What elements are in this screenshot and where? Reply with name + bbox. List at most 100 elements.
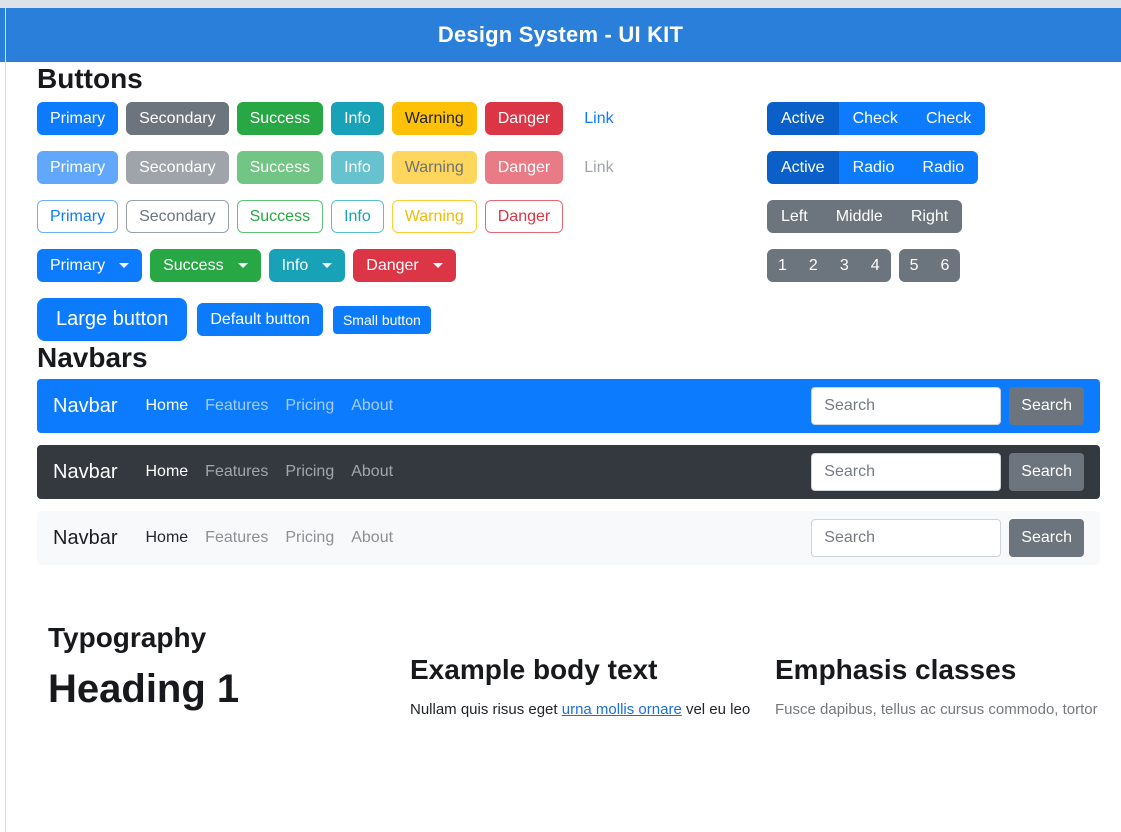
page-6-button[interactable]: 6: [929, 249, 961, 282]
navbar-primary: Navbar Home Features Pricing About Searc…: [37, 379, 1100, 433]
page-2-button[interactable]: 2: [797, 249, 829, 282]
typography-column: Typography Heading 1: [48, 621, 410, 721]
disabled-info-button: Info: [331, 151, 384, 184]
navbar-brand[interactable]: Navbar: [53, 460, 118, 483]
dropdown-label: Info: [281, 257, 309, 274]
nav-link-pricing[interactable]: Pricing: [285, 463, 335, 480]
nav-link-about[interactable]: About: [351, 397, 394, 414]
navbar-dark: Navbar Home Features Pricing About Searc…: [37, 445, 1100, 499]
emphasis-column: Emphasis classes Fusce dapibus, tellus a…: [775, 621, 1100, 721]
nav-link-pricing[interactable]: Pricing: [285, 397, 335, 414]
nav-link-home[interactable]: Home: [145, 397, 189, 414]
primary-dropdown-button[interactable]: Primary: [37, 249, 143, 282]
navbar-brand[interactable]: Navbar: [53, 394, 118, 417]
disabled-danger-button: Danger: [484, 151, 564, 184]
check-group-check1-button[interactable]: Check: [838, 102, 912, 135]
size-buttons-row: Large button Default button Small button: [37, 298, 767, 341]
navbar-light: Navbar Home Features Pricing About Searc…: [37, 511, 1100, 565]
disabled-primary-button: Primary: [37, 151, 119, 184]
info-dropdown-button[interactable]: Info: [268, 249, 346, 282]
nav-link-home[interactable]: Home: [145, 463, 189, 480]
navbar-links: Home Features Pricing About: [145, 397, 393, 415]
radio-group-radio2-button[interactable]: Radio: [908, 151, 979, 184]
window-edge-line: [5, 8, 6, 832]
emphasis-paragraph: Fusce dapibus, tellus ac cursus commodo,…: [775, 701, 1098, 718]
solid-danger-button[interactable]: Danger: [484, 102, 564, 135]
large-button[interactable]: Large button: [37, 298, 188, 341]
navbar-links: Home Features Pricing About: [145, 529, 393, 547]
link-button[interactable]: Link: [571, 102, 626, 135]
dropdown-label: Primary: [50, 257, 106, 274]
nav-link-features[interactable]: Features: [205, 463, 269, 480]
caret-down-icon: [322, 263, 333, 269]
typography-section: Typography Heading 1 Example body text N…: [37, 621, 1100, 721]
navbar-search-input[interactable]: [811, 387, 1002, 425]
page-3-button[interactable]: 3: [828, 249, 860, 282]
typography-section-title: Typography: [48, 622, 207, 653]
outline-secondary-button[interactable]: Secondary: [126, 200, 229, 233]
solid-warning-button[interactable]: Warning: [391, 102, 477, 135]
navbar-search-input[interactable]: [811, 453, 1002, 491]
position-button-group: Left Middle Right: [767, 200, 963, 233]
caret-down-icon: [237, 263, 248, 269]
solid-primary-button[interactable]: Primary: [37, 102, 119, 135]
window-title-strip: [0, 0, 1121, 8]
navbar-search-input[interactable]: [811, 519, 1002, 557]
body-text-after: vel eu leo: [681, 701, 751, 718]
outline-danger-button[interactable]: Danger: [484, 200, 564, 233]
default-button[interactable]: Default button: [197, 303, 323, 336]
danger-dropdown-button[interactable]: Danger: [353, 249, 456, 282]
outline-success-button[interactable]: Success: [236, 200, 324, 233]
navbar-search-button[interactable]: Search: [1009, 519, 1084, 557]
check-group-active-button[interactable]: Active: [767, 102, 839, 135]
heading1-sample: Heading 1: [48, 667, 240, 711]
caret-down-icon: [432, 263, 443, 269]
left-button[interactable]: Left: [767, 200, 822, 233]
disabled-secondary-button: Secondary: [126, 151, 229, 184]
disabled-link-button: Link: [571, 151, 626, 184]
check-button-group: Active Check Check: [767, 102, 986, 135]
success-dropdown-button[interactable]: Success: [150, 249, 261, 282]
navbar-search-form: Search: [811, 387, 1084, 425]
middle-button[interactable]: Middle: [821, 200, 897, 233]
emphasis-title: Emphasis classes: [775, 654, 1017, 685]
nav-link-home[interactable]: Home: [145, 529, 189, 546]
outline-buttons-row: Primary Secondary Success Info Warning D…: [37, 200, 767, 233]
outline-info-button[interactable]: Info: [331, 200, 384, 233]
radio-button-group: Active Radio Radio: [767, 151, 979, 184]
solid-info-button[interactable]: Info: [331, 102, 384, 135]
right-button[interactable]: Right: [896, 200, 963, 233]
nav-link-pricing[interactable]: Pricing: [285, 529, 335, 546]
radio-group-active-button[interactable]: Active: [767, 151, 839, 184]
navbar-brand[interactable]: Navbar: [53, 526, 118, 549]
navbar-search-button[interactable]: Search: [1009, 387, 1084, 425]
body-text-paragraph: Nullam quis risus eget urna mollis ornar…: [410, 699, 775, 721]
nav-link-features[interactable]: Features: [205, 529, 269, 546]
page-1-button[interactable]: 1: [767, 249, 798, 282]
navbar-search-button[interactable]: Search: [1009, 453, 1084, 491]
nav-link-about[interactable]: About: [351, 463, 394, 480]
disabled-warning-button: Warning: [391, 151, 477, 184]
body-text-before: Nullam quis risus eget: [410, 701, 562, 718]
app-header: Design System - UI KIT: [0, 8, 1121, 62]
body-text-link[interactable]: urna mollis ornare: [561, 701, 682, 718]
check-group-check2-button[interactable]: Check: [911, 102, 986, 135]
buttons-rows: Primary Secondary Success Info Warning D…: [37, 96, 767, 341]
outline-warning-button[interactable]: Warning: [391, 200, 477, 233]
disabled-success-button: Success: [236, 151, 324, 184]
navbars-section-title: Navbars: [37, 342, 148, 373]
page-5-button[interactable]: 5: [898, 249, 930, 282]
dropdown-label: Success: [163, 257, 224, 274]
disabled-buttons-row: Primary Secondary Success Info Warning D…: [37, 151, 767, 184]
nav-link-about[interactable]: About: [351, 529, 394, 546]
page-4-button[interactable]: 4: [859, 249, 891, 282]
small-button[interactable]: Small button: [332, 305, 431, 334]
solid-success-button[interactable]: Success: [236, 102, 324, 135]
solid-secondary-button[interactable]: Secondary: [126, 102, 229, 135]
solid-buttons-row: Primary Secondary Success Info Warning D…: [37, 102, 767, 135]
caret-down-icon: [119, 263, 130, 269]
dropdown-label: Danger: [366, 257, 419, 274]
outline-primary-button[interactable]: Primary: [37, 200, 119, 233]
radio-group-radio1-button[interactable]: Radio: [838, 151, 909, 184]
nav-link-features[interactable]: Features: [205, 397, 269, 414]
